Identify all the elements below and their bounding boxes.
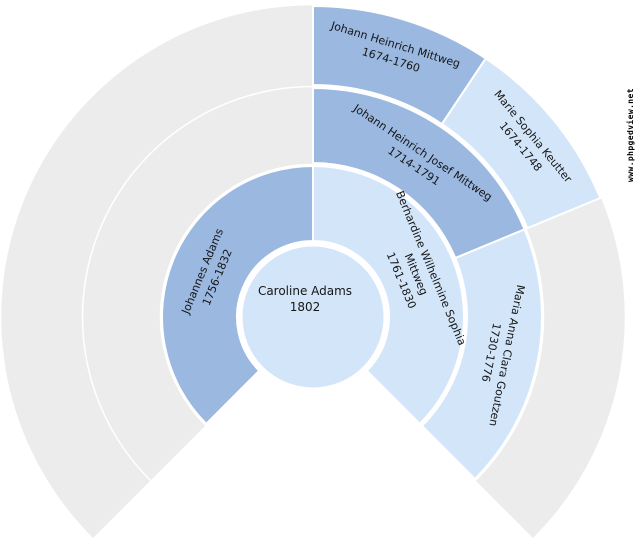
fan-center-layer: Caroline Adams 1802 — [239, 243, 387, 391]
center-person-dates-label: 1802 — [290, 300, 321, 314]
fan-empty-cell — [475, 361, 619, 538]
fan-empty-cells-layer — [1, 5, 625, 538]
fan-empty-cell — [526, 197, 625, 379]
fan-center-person-circle[interactable] — [239, 243, 387, 391]
center-person-name-label: Caroline Adams — [258, 284, 352, 298]
fan-empty-cell — [1, 197, 100, 379]
fan-segment-johannes-adams[interactable] — [161, 164, 314, 426]
fan-person-cells-layer — [161, 4, 602, 481]
phpgedview-watermark: www.phpgedview.net — [625, 88, 635, 182]
fan-segment-marie-sophia-keutter[interactable] — [440, 57, 602, 230]
fan-segment-berhardine-wilhelmine-sophia[interactable] — [312, 164, 465, 426]
fan-segment-maria-anna-clara-goutzen[interactable] — [420, 228, 543, 481]
